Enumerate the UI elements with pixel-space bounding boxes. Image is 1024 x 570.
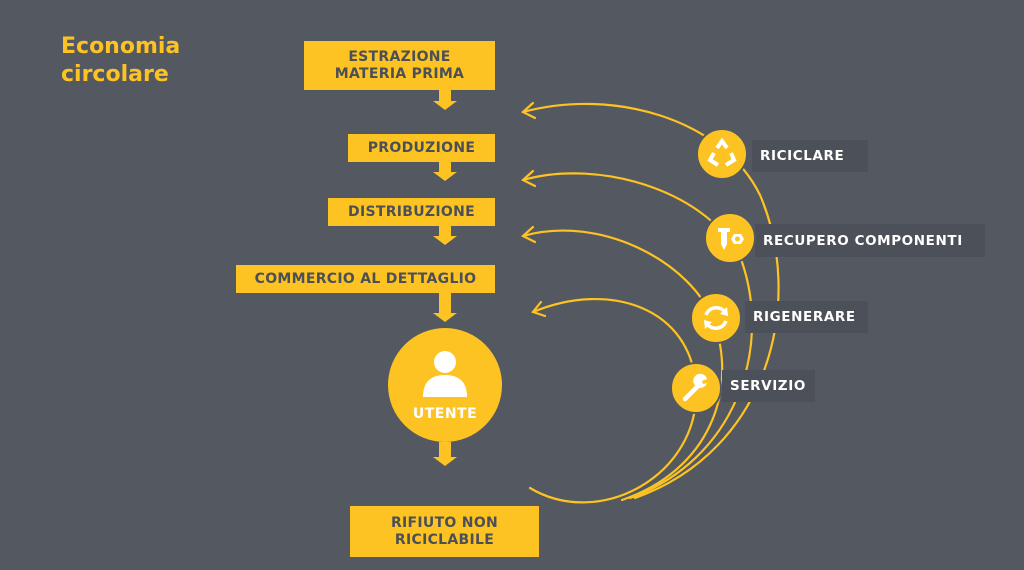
- recycle-icon: [696, 128, 748, 180]
- down-arrow-icon: [433, 90, 457, 110]
- step-label: DISTRIBUZIONE: [348, 203, 475, 220]
- down-arrow-icon: [433, 442, 457, 466]
- screw-nut-icon: [704, 212, 756, 264]
- loop-label: RECUPERO COMPONENTI: [763, 232, 963, 249]
- wrench-icon: [670, 362, 722, 414]
- refresh-icon: [690, 292, 742, 344]
- step-commercio: COMMERCIO AL DETTAGLIO: [236, 265, 495, 293]
- step-label: COMMERCIO AL DETTAGLIO: [254, 270, 477, 287]
- down-arrows: [433, 90, 457, 466]
- step-estrazione: ESTRAZIONE MATERIA PRIMA: [304, 41, 495, 90]
- user-label: UTENTE: [412, 406, 478, 422]
- step-label: MATERIA PRIMA: [334, 65, 465, 82]
- loop-arc-recupero: [521, 172, 754, 500]
- loop-label: RIGENERARE: [753, 309, 856, 325]
- step-label: RICICLABILE: [394, 531, 495, 548]
- title-line: circolare: [61, 62, 169, 87]
- user-icon: [423, 351, 467, 397]
- step-label: PRODUZIONE: [367, 139, 476, 156]
- label-riciclare: RICICLARE: [752, 140, 868, 172]
- arrowhead-icon: [521, 225, 537, 244]
- loop-arc-servizio: [528, 298, 698, 504]
- step-label: ESTRAZIONE: [348, 48, 451, 65]
- loop-label: RICICLARE: [760, 148, 845, 164]
- step-produzione: PRODUZIONE: [348, 134, 495, 162]
- down-arrow-icon: [433, 162, 457, 181]
- label-recupero-componenti: RECUPERO COMPONENTI: [755, 224, 985, 257]
- arrowhead-icon: [531, 300, 547, 318]
- loop-arc-riciclare: [521, 102, 780, 500]
- arrowhead-icon: [521, 169, 537, 188]
- label-rigenerare: RIGENERARE: [745, 301, 868, 333]
- title-line: Economia: [61, 34, 181, 59]
- label-servizio: SERVIZIO: [722, 370, 815, 402]
- page-title: Economia circolare: [61, 33, 180, 89]
- user-node: UTENTE: [388, 328, 502, 442]
- down-arrow-icon: [433, 226, 457, 245]
- step-distribuzione: DISTRIBUZIONE: [328, 198, 495, 226]
- loop-label: SERVIZIO: [730, 378, 806, 394]
- down-arrow-icon: [433, 293, 457, 322]
- step-label: RIFIUTO NON: [390, 514, 499, 531]
- arrowhead-icon: [521, 101, 537, 120]
- step-rifiuto: RIFIUTO NON RICICLABILE: [350, 506, 539, 557]
